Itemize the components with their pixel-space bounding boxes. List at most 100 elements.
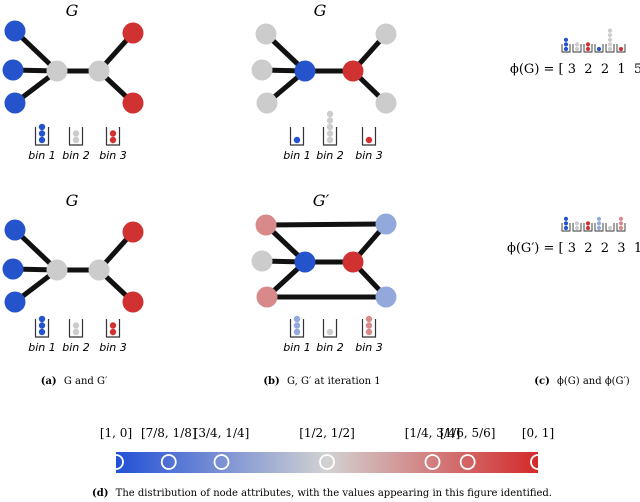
graph-node	[375, 92, 397, 114]
phi-bin-ball	[574, 42, 580, 47]
bin-container	[361, 319, 377, 338]
scale-marker	[108, 454, 124, 470]
graph-node	[4, 92, 26, 114]
bin-label: bin 1	[28, 341, 56, 354]
scale-tick-label: [1, 0]	[100, 426, 132, 440]
graph-node	[122, 22, 144, 44]
phi-bin-ball	[563, 216, 569, 221]
graph-node	[122, 221, 144, 243]
phi-bin-icon	[561, 216, 571, 232]
graph-node	[251, 250, 273, 272]
caption-b-text: G, G′ at iteration 1	[287, 376, 381, 387]
graph-edge	[263, 221, 389, 228]
phi-bin-container	[561, 44, 571, 53]
phi-bin-icon	[594, 216, 604, 232]
scale-marker	[424, 454, 441, 470]
phi-bin-ball	[607, 37, 613, 42]
phi-bin-ball	[585, 225, 591, 231]
graph-node	[251, 59, 273, 81]
bin-container	[105, 127, 121, 146]
graph-node	[294, 60, 316, 82]
phi-bin-icon	[594, 44, 604, 53]
phi-gprime-label: ϕ(G′) = [ 3 2 2 3 1 3 ]	[507, 241, 640, 256]
scale-tick-label: [7/8, 1/8]	[141, 426, 197, 440]
scale-marker	[160, 454, 177, 470]
bin-ball	[38, 136, 46, 144]
graph-node	[88, 60, 110, 82]
bin: bin 1	[283, 315, 311, 354]
bin: bin 2	[316, 110, 344, 162]
caption-d-text: The distribution of node attributes, wit…	[116, 488, 552, 499]
bin-ball	[293, 136, 301, 144]
phi-bin-icon	[616, 44, 626, 53]
phi-bin-ball	[607, 46, 613, 52]
bin-label: bin 2	[316, 341, 344, 354]
scale-marker	[213, 454, 230, 470]
bin-container	[289, 319, 305, 338]
graph-node	[342, 251, 364, 273]
phi-bin-ball	[607, 42, 613, 47]
bin-ball	[109, 328, 117, 336]
graph-node	[256, 92, 278, 114]
phi-bin-icon	[583, 42, 593, 53]
phi-bin-ball	[574, 225, 580, 231]
phi-bin-ball	[563, 37, 569, 42]
caption-d: (d) The distribution of node attributes,…	[92, 488, 552, 499]
phi-bin-icon	[572, 42, 582, 53]
phi-bin-container	[616, 44, 626, 53]
bin-ball	[365, 315, 373, 323]
bin-ball	[72, 130, 80, 137]
bin-ball	[326, 123, 334, 131]
bin: bin 3	[355, 315, 383, 354]
phi-bin-ball	[607, 225, 613, 231]
graph-node	[46, 259, 68, 281]
bin-label: bin 1	[283, 341, 311, 354]
caption-d-tag: (d)	[92, 488, 108, 499]
phi-bin-container	[594, 223, 604, 232]
bin-container	[322, 127, 338, 146]
bin-label: bin 3	[355, 341, 383, 354]
bin-container	[34, 127, 50, 146]
bin-ball	[72, 136, 80, 144]
scale-tick-label: [1/4, 3/4]	[405, 426, 461, 440]
bin-container	[105, 319, 121, 338]
caption-a-text: G and G′	[64, 376, 108, 387]
scale-marker	[459, 454, 476, 470]
graph-node	[375, 213, 397, 235]
bin-container	[361, 127, 377, 146]
bin: bin 3	[99, 319, 127, 354]
graph-node	[255, 214, 277, 236]
phi-bin-ball	[585, 42, 591, 47]
caption-a-tag: (a)	[41, 376, 57, 387]
bin-ball	[326, 117, 334, 124]
bin-container	[322, 319, 338, 338]
phi-bin-ball	[618, 225, 624, 231]
bin-ball	[293, 328, 301, 336]
graph-a-top	[2, 20, 144, 114]
phi-bin-icon	[561, 37, 571, 53]
phi-bin-ball	[596, 46, 602, 52]
bin-ball	[293, 322, 301, 329]
scale-tick-label: [1/6, 5/6]	[440, 426, 496, 440]
bin-ball	[326, 130, 334, 137]
caption-c-text: ϕ(G) and ϕ(G′)	[557, 376, 630, 387]
bins-layer: bin 1 bin 2 bin 3 bin 1 bin 2 bin 3 bin 1 bin 2…	[28, 110, 383, 354]
bin: bin 1	[28, 123, 56, 162]
graph-layer	[2, 20, 397, 313]
graph-node	[375, 23, 397, 45]
scale-tick-label: [3/4, 1/4]	[194, 426, 250, 440]
caption-b-tag: (b)	[263, 376, 279, 387]
bin-label: bin 1	[28, 149, 56, 162]
phi-g-label: ϕ(G) = [ 3 2 2 1 5 1 ]	[510, 62, 640, 77]
phi-bin-ball	[596, 216, 602, 221]
graph-node	[2, 59, 24, 81]
phi-bin-ball	[563, 221, 569, 226]
bin-ball	[326, 328, 334, 336]
phi-bin-icon	[616, 216, 626, 232]
caption-a: (a) G and G′	[41, 376, 108, 387]
graph-title-a-top: G	[66, 1, 79, 20]
bin: bin 3	[99, 127, 127, 162]
caption-b: (b) G, G′ at iteration 1	[263, 376, 380, 387]
bin-ball	[72, 322, 80, 329]
bin-label: bin 2	[62, 341, 90, 354]
